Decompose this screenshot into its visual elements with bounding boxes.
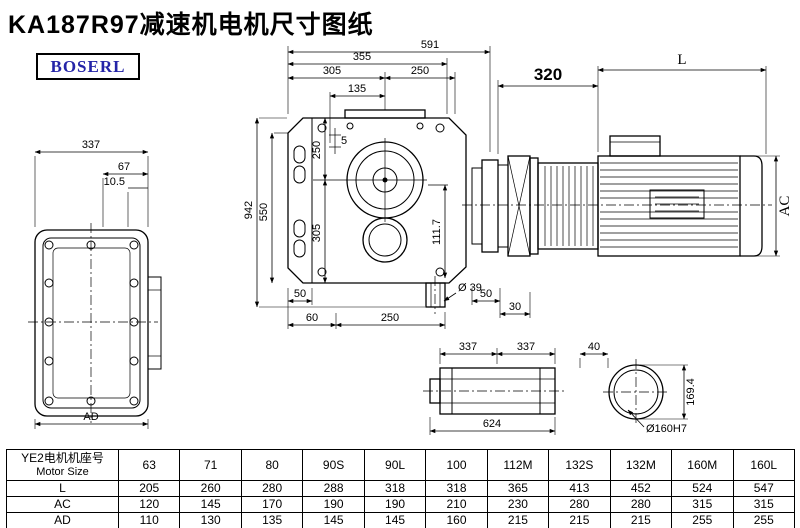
dim-motor-320: 320 <box>534 65 562 84</box>
dim-side-337: 337 <box>82 139 100 151</box>
dim-end-40: 40 <box>588 341 600 353</box>
value-cell: 318 <box>425 480 488 497</box>
dim-motor-AC: AC <box>777 196 793 217</box>
size-cell: 132S <box>548 449 611 481</box>
dim-main-135: 135 <box>348 83 366 95</box>
table-row-AD: AD 110 130 135 145 145 160 215 215 215 2… <box>6 512 796 528</box>
value-cell: 260 <box>179 480 242 497</box>
size-cell: 63 <box>117 449 181 481</box>
value-cell: 452 <box>609 480 673 497</box>
value-cell: 318 <box>363 480 427 497</box>
size-cell: 80 <box>240 449 304 481</box>
dim-main-50-left: 50 <box>294 288 306 300</box>
value-cell: 255 <box>671 512 734 528</box>
value-cell: 524 <box>671 480 734 497</box>
value-cell: 280 <box>548 496 611 513</box>
header-motor-size-cn: YE2电机机座号 <box>21 451 104 465</box>
dim-shaft-337-b: 337 <box>517 341 535 353</box>
dim-main-250-left: 250 <box>311 141 323 159</box>
size-cell: 112M <box>486 449 550 481</box>
page-title: KA187R97减速机电机尺寸图纸 <box>8 11 374 39</box>
dim-main-305-top: 305 <box>323 65 341 77</box>
value-cell: 145 <box>363 512 427 528</box>
dim-main-591: 591 <box>421 39 439 51</box>
value-cell: 547 <box>732 480 796 497</box>
shaft-section-view: 337 337 624 <box>423 341 566 435</box>
value-cell: 205 <box>117 480 181 497</box>
value-cell: 315 <box>732 496 796 513</box>
value-cell: 170 <box>240 496 304 513</box>
row-label-cell: L <box>6 480 119 497</box>
dim-main-111-7: 111.7 <box>431 219 443 245</box>
value-cell: 230 <box>486 496 550 513</box>
motor-dimension-table: YE2电机机座号 Motor Size 63 71 80 90S 90L 100… <box>6 449 796 528</box>
value-cell: 365 <box>486 480 550 497</box>
table-row-L: L 205 260 280 288 318 318 365 413 452 52… <box>6 480 796 497</box>
dim-shaft-337-a: 337 <box>459 341 477 353</box>
value-cell: 215 <box>609 512 673 528</box>
dim-side-ad: AD <box>83 411 98 423</box>
dim-side-67: 67 <box>118 161 130 173</box>
value-cell: 120 <box>117 496 181 513</box>
dim-main-30: 30 <box>509 301 521 313</box>
front-view: 591 355 305 250 135 942 550 250 305 5 11… <box>243 39 531 329</box>
size-cell: 90S <box>302 449 365 481</box>
header-motor-size-en: Motor Size <box>36 466 89 478</box>
value-cell: 280 <box>609 496 673 513</box>
size-cell: 90L <box>363 449 427 481</box>
value-cell: 190 <box>302 496 365 513</box>
brand-logo: BOSERL <box>36 53 140 80</box>
value-cell: 110 <box>117 512 181 528</box>
technical-drawing: 337 67 10.5 AD <box>28 39 793 435</box>
value-cell: 130 <box>179 512 242 528</box>
dim-shaft-624: 624 <box>483 418 501 430</box>
value-cell: 145 <box>179 496 242 513</box>
value-cell: 145 <box>302 512 365 528</box>
value-cell: 413 <box>548 480 611 497</box>
value-cell: 190 <box>363 496 427 513</box>
dim-main-355: 355 <box>353 51 371 63</box>
dim-main-dia39: Ø 39 <box>458 282 482 294</box>
dim-main-305-left: 305 <box>311 224 323 242</box>
dim-main-942: 942 <box>243 201 255 219</box>
table-row-AC: AC 120 145 170 190 190 210 230 280 280 3… <box>6 496 796 513</box>
dim-main-60: 60 <box>306 312 318 324</box>
dim-main-250-bottom: 250 <box>381 312 399 324</box>
dim-motor-L: L <box>677 52 686 68</box>
size-cell: 160M <box>671 449 734 481</box>
value-cell: 215 <box>548 512 611 528</box>
value-cell: 315 <box>671 496 734 513</box>
size-cell: 132M <box>609 449 673 481</box>
dim-side-10-5: 10.5 <box>104 176 125 188</box>
row-label-cell: AC <box>6 496 119 513</box>
motor-size-header-cell: YE2电机机座号 Motor Size <box>6 449 119 481</box>
size-cell: 71 <box>179 449 242 481</box>
row-label-cell: AD <box>6 512 119 528</box>
dim-end-dia160: Ø160H7 <box>646 423 687 435</box>
value-cell: 280 <box>240 480 304 497</box>
value-cell: 210 <box>425 496 488 513</box>
dim-end-169-4: 169.4 <box>685 378 697 406</box>
dim-main-250-top: 250 <box>411 65 429 77</box>
motor-side-view: 320 L AC <box>462 52 793 257</box>
dim-main-550: 550 <box>258 203 270 221</box>
size-cell: 100 <box>425 449 488 481</box>
value-cell: 160 <box>425 512 488 528</box>
shaft-end-view: 40 169.4 Ø160H7 <box>579 341 697 435</box>
size-cell: 160L <box>732 449 796 481</box>
value-cell: 135 <box>240 512 304 528</box>
dim-main-5: 5 <box>341 135 347 147</box>
value-cell: 215 <box>486 512 550 528</box>
table-header-row: YE2电机机座号 Motor Size 63 71 80 90S 90L 100… <box>6 449 796 481</box>
value-cell: 255 <box>732 512 796 528</box>
value-cell: 288 <box>302 480 365 497</box>
dim-main-50-right: 50 <box>480 288 492 300</box>
side-view: 337 67 10.5 AD <box>28 139 162 429</box>
